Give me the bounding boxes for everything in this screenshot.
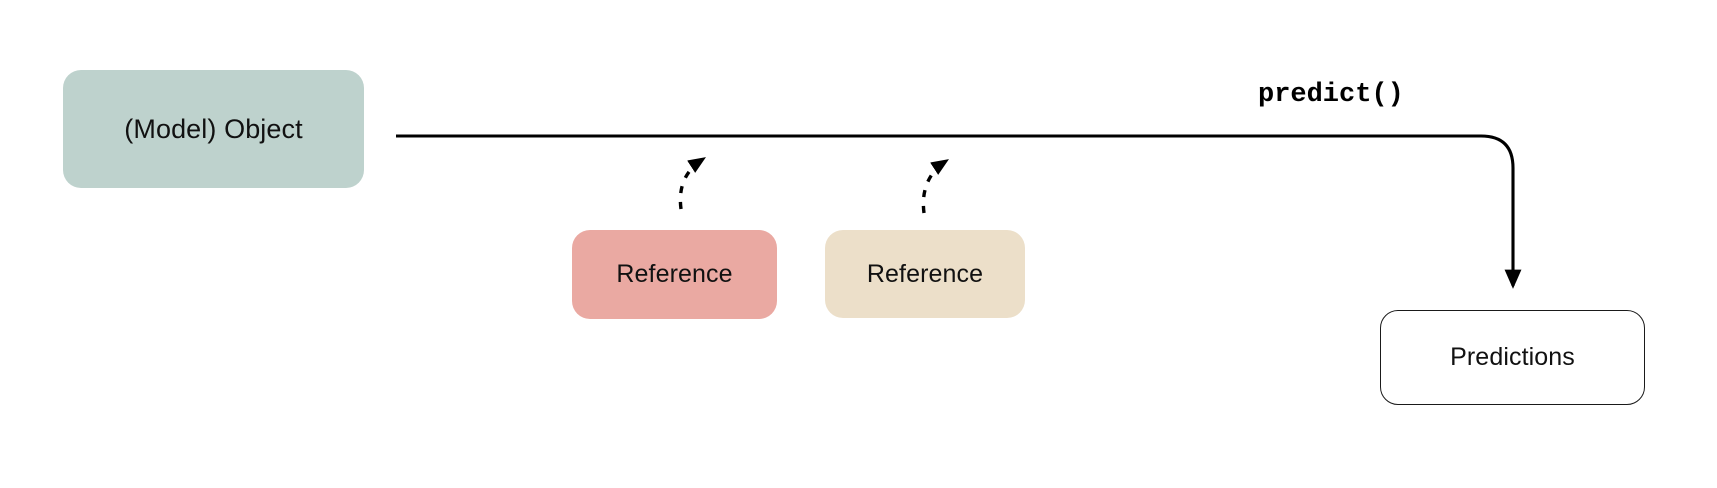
edge-reference-2-callout bbox=[921, 159, 949, 214]
node-reference-2-label: Reference bbox=[866, 259, 984, 288]
edge-reference-1-callout bbox=[678, 157, 706, 210]
node-reference-1[interactable]: Reference bbox=[572, 230, 777, 319]
node-reference-1-label: Reference bbox=[616, 260, 733, 288]
node-model-object[interactable]: (Model) Object bbox=[63, 70, 364, 188]
node-reference-2[interactable]: Reference bbox=[825, 230, 1025, 318]
node-predictions-label: Predictions bbox=[1450, 343, 1575, 371]
node-predictions[interactable]: Predictions bbox=[1380, 310, 1645, 405]
node-model-object-label: (Model) Object bbox=[124, 113, 303, 144]
edge-label-predict: predict() bbox=[1258, 80, 1404, 110]
